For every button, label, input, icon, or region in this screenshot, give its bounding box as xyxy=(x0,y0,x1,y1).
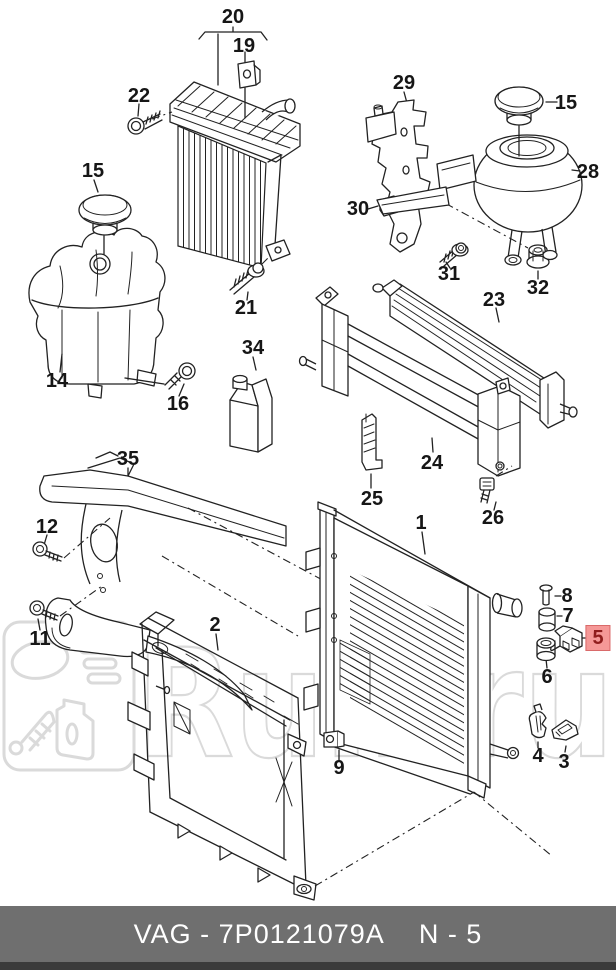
part-label-11[interactable]: 11 xyxy=(29,628,51,650)
frame-24-drawing xyxy=(298,286,521,477)
part-label-29[interactable]: 29 xyxy=(392,72,416,94)
part-label-15-right[interactable]: 15 xyxy=(554,92,578,114)
footer-bar: VAG - 7P0121079A N - 5 xyxy=(0,906,616,962)
part-label-23[interactable]: 23 xyxy=(482,289,506,311)
part-label-32[interactable]: 32 xyxy=(526,277,550,299)
part-label-22[interactable]: 22 xyxy=(127,85,151,107)
part-label-35[interactable]: 35 xyxy=(116,448,140,470)
oil-jug-icon xyxy=(55,698,95,761)
clip-4-drawing xyxy=(528,703,547,749)
bolt-22-drawing xyxy=(127,103,173,135)
part-label-4[interactable]: 4 xyxy=(532,745,544,767)
part-label-24[interactable]: 24 xyxy=(420,452,444,474)
aux-radiator-23-drawing xyxy=(372,279,578,429)
part-label-6[interactable]: 6 xyxy=(541,666,553,688)
sleeve-7-drawing xyxy=(538,607,563,632)
pin-8-drawing xyxy=(539,584,562,606)
bushing-6-drawing xyxy=(536,637,556,669)
part-label-7[interactable]: 7 xyxy=(562,605,574,627)
part-label-14[interactable]: 14 xyxy=(45,370,69,392)
part-label-3[interactable]: 3 xyxy=(558,751,570,773)
part-label-20[interactable]: 20 xyxy=(221,6,245,28)
part-label-2[interactable]: 2 xyxy=(209,614,221,636)
part-label-31[interactable]: 31 xyxy=(437,263,461,285)
frame-2-drawing xyxy=(127,611,317,901)
part-label-15-left[interactable]: 15 xyxy=(81,160,105,182)
part-label-30[interactable]: 30 xyxy=(346,198,370,220)
screw-12-drawing xyxy=(32,517,111,562)
clip-5-drawing xyxy=(550,625,587,653)
screw-26-drawing xyxy=(479,465,513,511)
screw-31-drawing xyxy=(439,242,469,269)
clip-25-drawing xyxy=(361,413,383,489)
part-label-25[interactable]: 25 xyxy=(360,488,384,510)
radiator-20-drawing xyxy=(169,26,301,269)
coolant-bottle-34-drawing xyxy=(229,356,273,453)
part-label-21[interactable]: 21 xyxy=(234,297,258,319)
part-label-12[interactable]: 12 xyxy=(35,516,59,538)
cap-15-left-drawing xyxy=(78,179,132,255)
main-radiator-1-drawing xyxy=(303,501,553,887)
footer-page-ref: N - 5 xyxy=(418,918,483,949)
part-label-1[interactable]: 1 xyxy=(415,512,427,534)
bolt-21-drawing xyxy=(229,257,269,301)
part-label-19[interactable]: 19 xyxy=(232,35,256,57)
part-label-9[interactable]: 9 xyxy=(333,757,345,779)
headlight-icon xyxy=(10,640,70,680)
bracket-3-drawing xyxy=(551,719,579,753)
expansion-tank-28-drawing xyxy=(376,134,583,266)
cap-15-right-drawing xyxy=(494,86,558,157)
part-label-8[interactable]: 8 xyxy=(561,585,573,607)
part-label-5-highlighted[interactable]: 5 xyxy=(585,625,611,651)
footer-catalog-code: VAG - 7P0121079A xyxy=(133,918,385,949)
part-label-16[interactable]: 16 xyxy=(166,393,190,415)
exploded-diagram: Ruli.ru xyxy=(2,26,615,901)
part-label-34[interactable]: 34 xyxy=(241,337,265,359)
clip-9-drawing xyxy=(323,730,345,761)
screw-11-drawing xyxy=(29,585,103,631)
shock-absorber-icon xyxy=(8,710,56,756)
part-label-26[interactable]: 26 xyxy=(481,507,505,529)
footer-dark-strip xyxy=(0,962,616,970)
expansion-tank-14-drawing xyxy=(28,227,166,399)
screw-16-drawing xyxy=(164,362,196,397)
part-label-28[interactable]: 28 xyxy=(576,161,600,183)
mounting-clip-19-drawing xyxy=(237,51,261,119)
